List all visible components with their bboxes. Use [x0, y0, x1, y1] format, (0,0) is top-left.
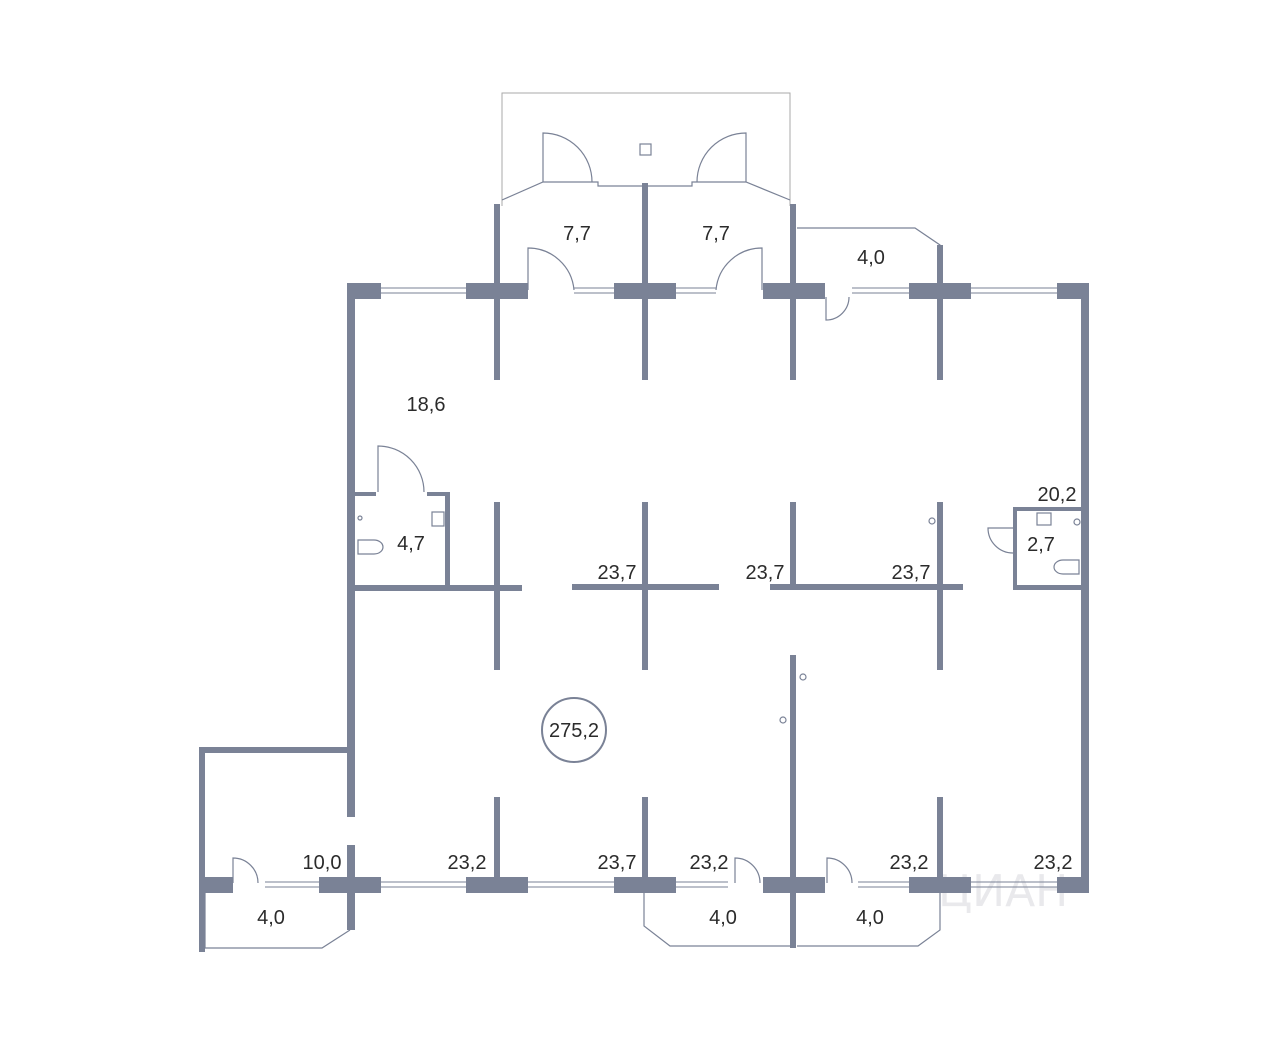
room-area-label: 10,0	[303, 852, 342, 874]
room-area-label: 23,2	[890, 852, 929, 874]
windows	[265, 287, 1057, 888]
room-area-label: 23,7	[892, 562, 931, 584]
room-area-label: 4,0	[856, 907, 884, 929]
bathroom-fixtures	[357, 511, 1081, 724]
room-area-label: 4,0	[257, 907, 285, 929]
room-area-label: 23,2	[690, 852, 729, 874]
room-area-label: 23,7	[746, 562, 785, 584]
room-area-label: 20,2	[1038, 484, 1077, 506]
room-area-label: 18,6	[407, 394, 446, 416]
room-area-label: 2,7	[1027, 534, 1055, 556]
room-area-label: 4,0	[857, 247, 885, 269]
total-area-value: 275,2	[549, 720, 599, 742]
room-area-label: 4,0	[709, 907, 737, 929]
room-area-label: 23,2	[1034, 852, 1073, 874]
room-area-label: 7,7	[702, 223, 730, 245]
room-area-label: 7,7	[563, 223, 591, 245]
room-area-label: 23,7	[598, 852, 637, 874]
room-labels: 7,7 7,7 4,0 18,6 4,7 20,2 2,7 23,7 23,7 …	[257, 223, 1076, 929]
walls	[199, 183, 1089, 952]
total-area-badge: 275,2	[541, 697, 607, 763]
room-area-label: 4,7	[397, 533, 425, 555]
room-area-label: 23,2	[448, 852, 487, 874]
bottom-balcony-outlines	[643, 890, 941, 947]
doors	[232, 247, 1014, 884]
room-area-label: 23,7	[598, 562, 637, 584]
